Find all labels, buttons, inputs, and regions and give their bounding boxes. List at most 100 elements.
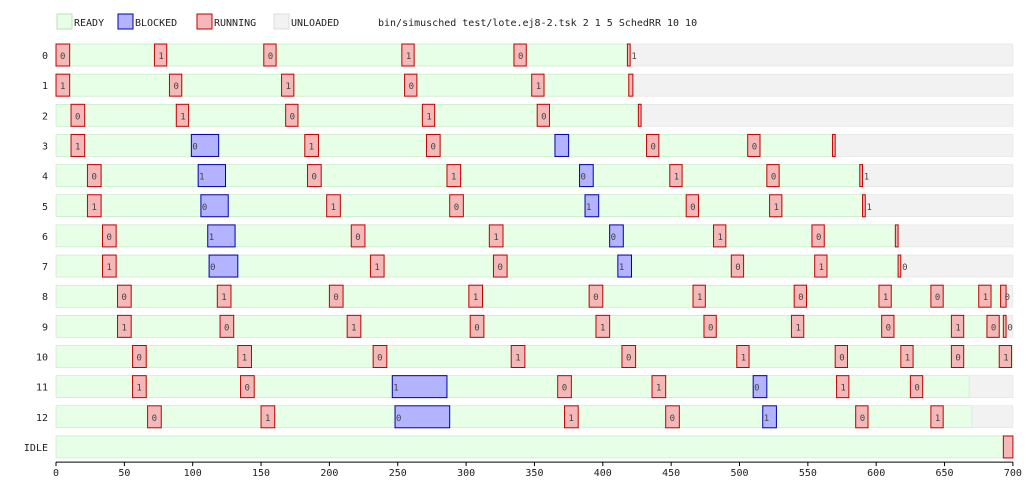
- running-cpu-label: 0: [355, 233, 360, 243]
- running-segment: [55, 73, 71, 97]
- running-segment: [930, 284, 944, 308]
- running-segment: [831, 133, 836, 157]
- legend-swatch-running: [196, 13, 213, 30]
- running-segment: [862, 194, 866, 218]
- running-segment: [326, 194, 341, 218]
- running-cpu-label: 0: [690, 203, 695, 213]
- legend-label-running: RUNNING: [214, 18, 256, 29]
- running-cpu-label: 0: [816, 233, 821, 243]
- running-segment: [468, 284, 484, 308]
- running-cpu-label: 1: [741, 354, 746, 364]
- running-segment: [492, 254, 508, 278]
- running-segment: [132, 345, 147, 368]
- running-segment: [986, 314, 1000, 338]
- running-cpu-label: 0: [122, 293, 127, 303]
- running-cpu-label: 1: [242, 354, 247, 364]
- ready-segment: [55, 284, 1007, 308]
- blocked-segment: [208, 254, 239, 278]
- blocked-cpu-label: 1: [209, 233, 214, 243]
- running-cpu-label: 0: [518, 52, 523, 62]
- unloaded-segment: [968, 375, 1014, 398]
- x-tick-label: 250: [389, 468, 407, 479]
- running-cpu-label: 1: [864, 173, 869, 183]
- running-cpu-label: 0: [106, 233, 111, 243]
- running-segment: [685, 194, 699, 218]
- blocked-cpu-label: 1: [199, 173, 204, 183]
- x-tick-label: 50: [118, 468, 130, 479]
- row-label: 7: [42, 262, 48, 273]
- running-segment: [564, 405, 579, 429]
- running-cpu-label: 1: [137, 384, 142, 394]
- running-cpu-label: 0: [152, 414, 157, 424]
- running-cpu-label: 1: [451, 173, 456, 183]
- running-segment: [446, 164, 462, 188]
- running-segment: [881, 314, 895, 338]
- running-segment: [897, 254, 902, 278]
- running-cpu-label: 0: [377, 354, 382, 364]
- row-idle: IDLE: [24, 435, 1014, 459]
- legend-swatch-ready: [56, 13, 73, 30]
- x-tick-label: 150: [252, 468, 270, 479]
- running-cpu-label: 0: [497, 263, 502, 273]
- running-segment: [998, 345, 1013, 368]
- running-cpu-label: 0: [541, 112, 546, 122]
- blocked-segment: [554, 133, 570, 157]
- running-segment: [834, 345, 848, 368]
- blocked-segment: [197, 164, 227, 188]
- x-tick-label: 300: [457, 468, 475, 479]
- running-cpu-label: 1: [600, 323, 605, 333]
- row-label: 11: [36, 383, 48, 394]
- running-cpu-label: 0: [752, 142, 757, 152]
- running-segment: [769, 194, 783, 218]
- running-segment: [747, 133, 761, 157]
- blocked-cpu-label: 1: [619, 263, 624, 273]
- x-tick-label: 200: [320, 468, 338, 479]
- running-segment: [70, 133, 86, 157]
- running-segment: [237, 345, 252, 368]
- running-cpu-label: 1: [180, 112, 185, 122]
- running-segment: [421, 103, 436, 127]
- running-segment: [621, 345, 637, 368]
- running-cpu-label: 1: [935, 414, 940, 424]
- running-cpu-label: 1: [1003, 354, 1008, 364]
- running-segment: [350, 224, 366, 248]
- running-segment: [646, 133, 660, 157]
- ready-segment: [55, 104, 642, 127]
- blocked-cpu-label: 0: [210, 263, 215, 273]
- running-cpu-label: 0: [708, 323, 713, 333]
- ready-segment: [55, 134, 836, 157]
- running-cpu-label: 0: [333, 293, 338, 303]
- running-cpu-label: 1: [91, 203, 96, 213]
- running-segment: [346, 314, 362, 338]
- running-segment: [790, 314, 805, 338]
- running-cpu-label: 0: [474, 323, 479, 333]
- ready-segment: [55, 435, 1014, 459]
- blocked-segment: [609, 224, 624, 248]
- running-cpu-label: 0: [173, 82, 178, 92]
- running-segment: [328, 284, 344, 308]
- running-segment: [588, 284, 604, 308]
- blocked-segment: [579, 164, 594, 188]
- running-segment: [595, 314, 611, 338]
- running-segment: [637, 103, 642, 127]
- running-cpu-label: 1: [331, 203, 336, 213]
- unloaded-segment: [862, 164, 1014, 187]
- blocked-segment: [762, 405, 777, 429]
- row-label: 9: [42, 322, 48, 333]
- running-segment: [132, 375, 147, 399]
- command-line: bin/simusched test/lote.ej8-2.tsk 2 1 5 …: [378, 18, 697, 29]
- running-segment: [557, 375, 572, 399]
- running-cpu-label: 1: [426, 112, 431, 122]
- running-cpu-label: 1: [795, 323, 800, 333]
- x-tick-label: 600: [867, 468, 885, 479]
- running-cpu-label: 0: [914, 384, 919, 394]
